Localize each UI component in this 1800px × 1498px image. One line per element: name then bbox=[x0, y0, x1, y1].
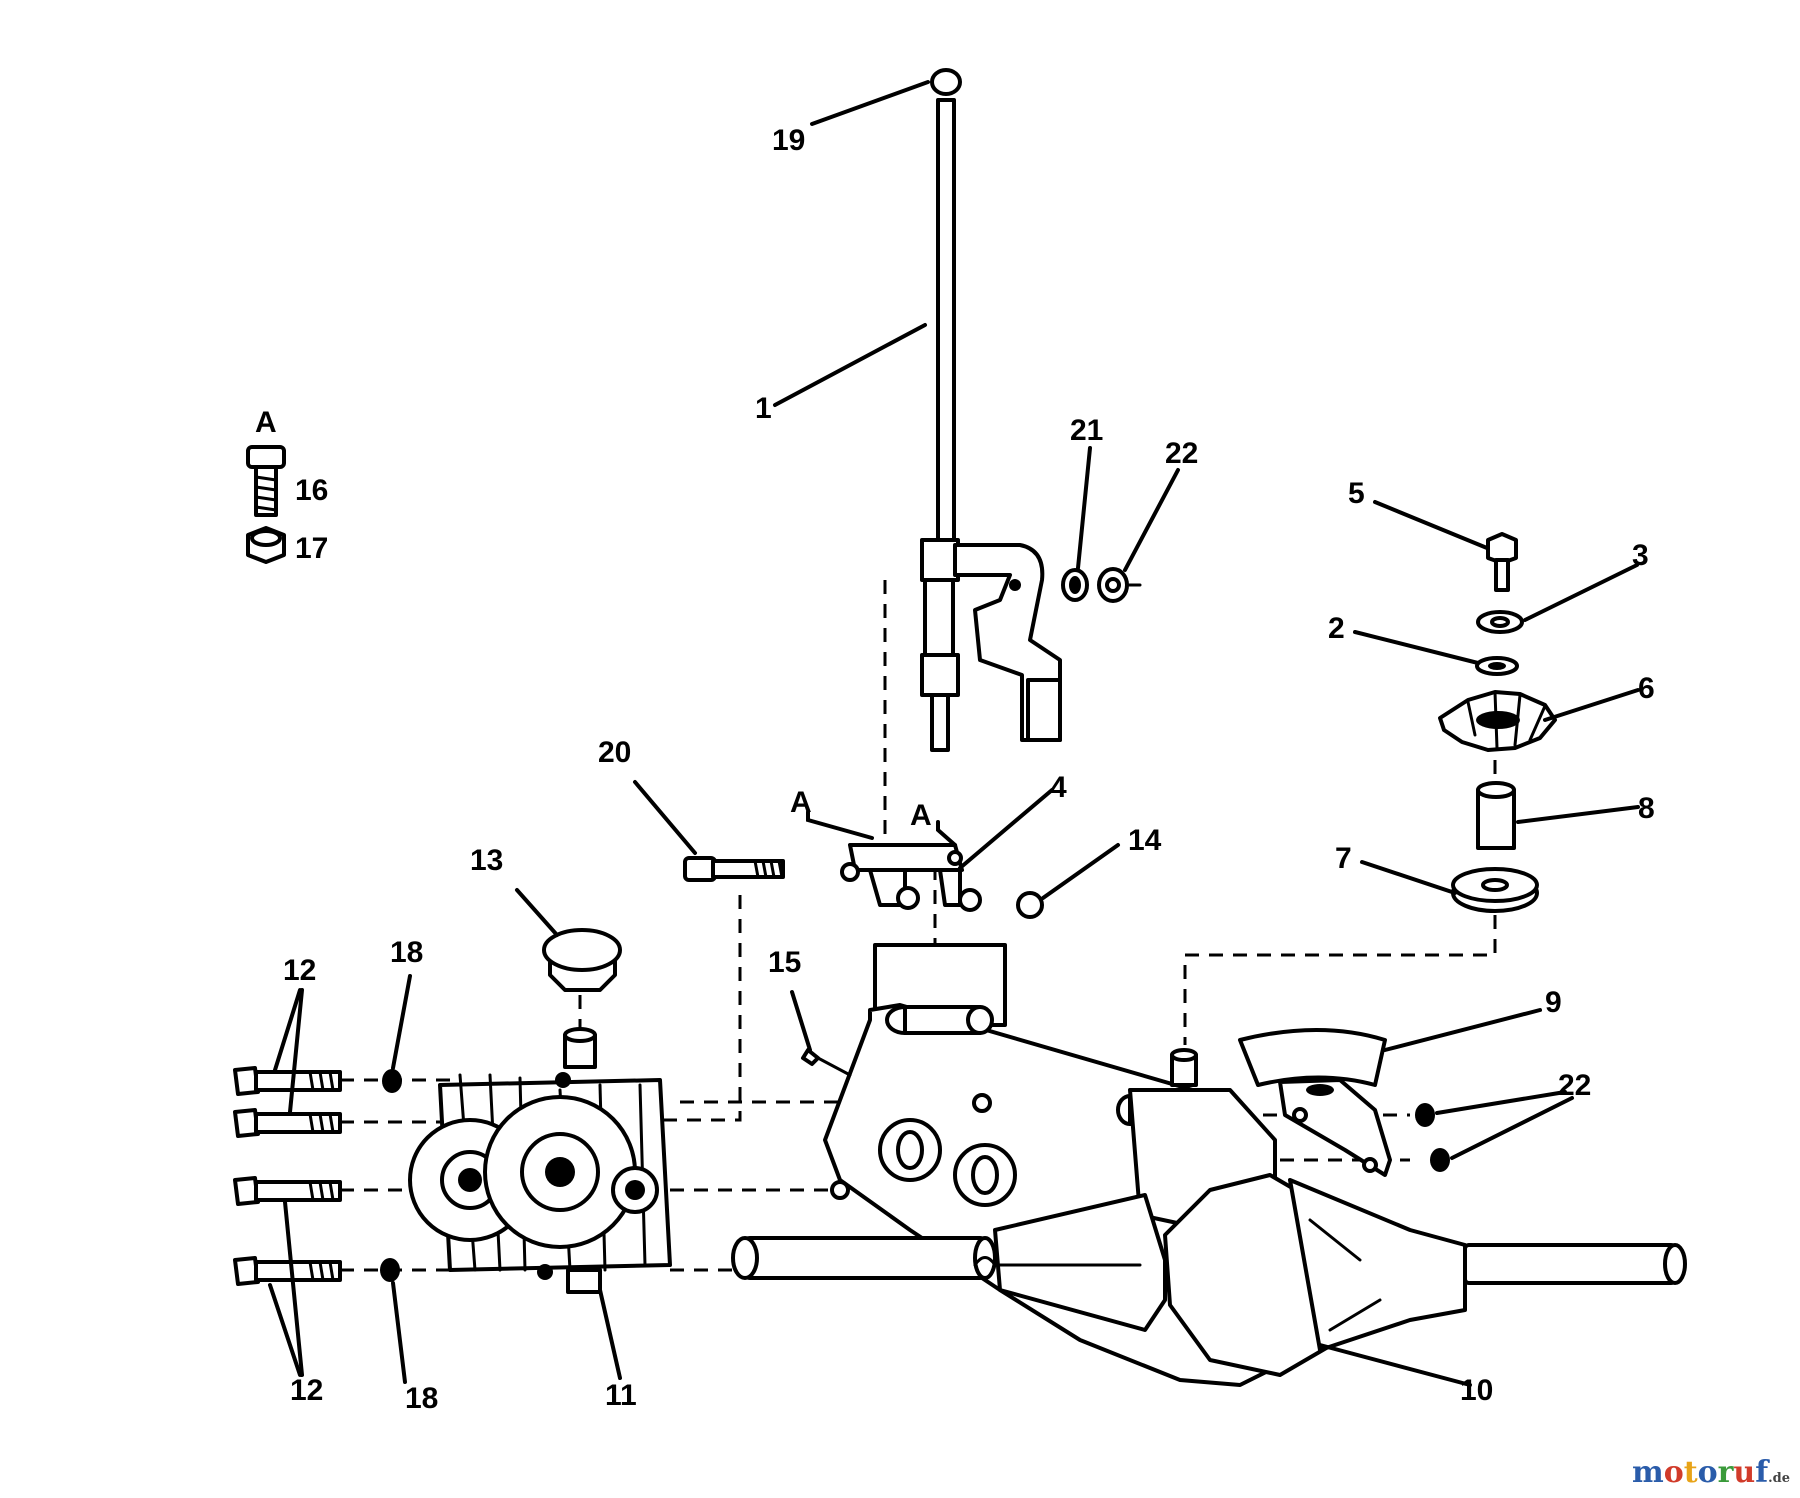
watermark-letter: f bbox=[1755, 1455, 1769, 1490]
callout-4: 4 bbox=[1050, 771, 1067, 804]
cover-washer-bottom bbox=[380, 1258, 400, 1282]
watermark-letter: u bbox=[1733, 1455, 1756, 1490]
callout-18-bottom: 18 bbox=[405, 1382, 438, 1415]
bracket-nut bbox=[1016, 891, 1044, 919]
lever-cap bbox=[930, 68, 962, 96]
callout-16: 16 bbox=[295, 474, 328, 507]
grease-fitting bbox=[801, 1048, 852, 1077]
shift-shield bbox=[1238, 1028, 1392, 1177]
callout-17: 17 bbox=[295, 532, 328, 565]
callout-12-top: 12 bbox=[283, 954, 316, 987]
callout-21: 21 bbox=[1070, 414, 1103, 447]
shield-nut-lower bbox=[1430, 1148, 1450, 1172]
shield-nut-upper bbox=[1415, 1103, 1435, 1127]
bracket-bolt bbox=[683, 856, 785, 882]
watermark-letter: o bbox=[1663, 1455, 1684, 1490]
callout-5: 5 bbox=[1348, 477, 1365, 510]
callout-12-bottom: 12 bbox=[290, 1374, 323, 1407]
callout-18-top: 18 bbox=[390, 936, 423, 969]
callout-20: 20 bbox=[598, 736, 631, 769]
callout-13: 13 bbox=[470, 844, 503, 877]
cover-bolts bbox=[233, 1066, 342, 1286]
cover-washer-top bbox=[382, 1069, 402, 1093]
callout-9: 9 bbox=[1545, 986, 1562, 1019]
fill-cap bbox=[542, 928, 622, 992]
callout-3: 3 bbox=[1632, 539, 1649, 572]
callout-10: 10 bbox=[1460, 1374, 1493, 1407]
watermark-letter: t bbox=[1683, 1455, 1698, 1490]
callout-22-top: 22 bbox=[1165, 437, 1198, 470]
assembly-mark-a: A bbox=[255, 406, 277, 439]
lever-washer-nut bbox=[1061, 567, 1142, 603]
watermark-suffix: .de bbox=[1768, 1471, 1790, 1486]
shift-lever bbox=[920, 98, 1062, 752]
callout-7: 7 bbox=[1335, 842, 1352, 875]
callout-19: 19 bbox=[772, 124, 805, 157]
callout-8: 8 bbox=[1638, 792, 1655, 825]
assembly-mark-a-left: A bbox=[790, 786, 812, 819]
watermark-logo: motoruf.de bbox=[1632, 1455, 1790, 1490]
callout-2: 2 bbox=[1328, 612, 1345, 645]
callout-15: 15 bbox=[768, 946, 801, 979]
hardware-key-a bbox=[246, 445, 286, 564]
watermark-letter: r bbox=[1717, 1455, 1734, 1490]
callout-22-right: 22 bbox=[1558, 1069, 1591, 1102]
callout-labels: 19 1 21 22 5 3 2 6 8 7 4 14 20 13 15 9 2… bbox=[255, 124, 1655, 1415]
callout-11: 11 bbox=[605, 1379, 637, 1412]
gear-cover bbox=[408, 1027, 672, 1294]
callout-6: 6 bbox=[1638, 672, 1655, 705]
watermark-letters: motoruf bbox=[1632, 1455, 1768, 1490]
watermark-letter: o bbox=[1697, 1455, 1718, 1490]
pulley-stack bbox=[1438, 532, 1557, 913]
shift-bracket bbox=[840, 843, 1007, 1027]
callout-1: 1 bbox=[755, 392, 772, 425]
watermark-letter: m bbox=[1631, 1455, 1664, 1490]
transaxle-housing bbox=[731, 1003, 1687, 1387]
callout-14: 14 bbox=[1128, 824, 1162, 857]
leader-lines bbox=[268, 80, 1640, 1387]
assembly-mark-a-right: A bbox=[910, 799, 932, 832]
